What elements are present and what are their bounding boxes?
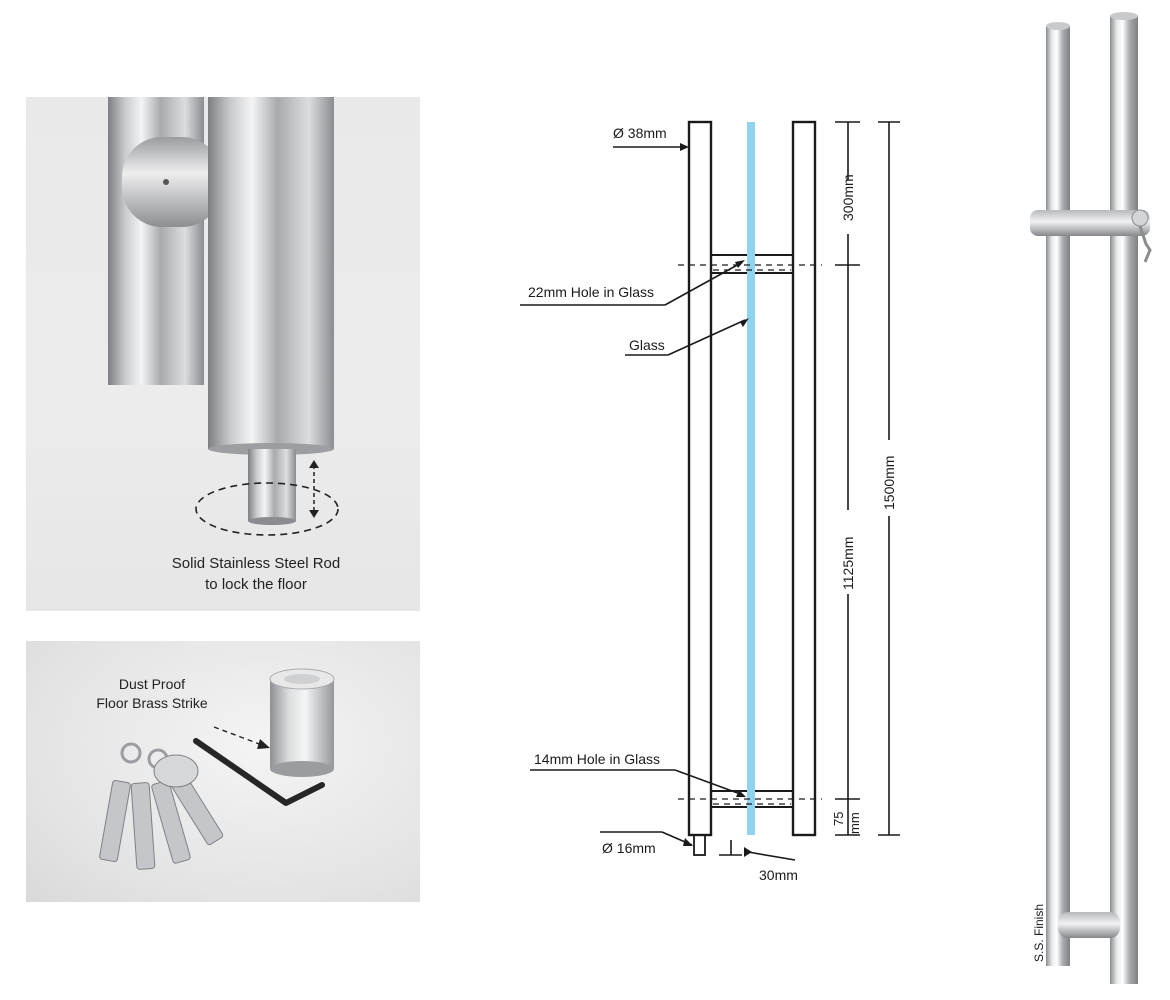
dim-75-unit: mm	[847, 812, 862, 834]
label-glass: Glass	[629, 337, 665, 353]
strike-caption: Dust Proof Floor Brass Strike	[62, 675, 242, 713]
label-diameter-38: Ø 38mm	[613, 125, 667, 141]
dim-75-value: 75	[831, 812, 846, 826]
right-handle-bar	[791, 120, 817, 837]
product-right-bar	[1110, 16, 1138, 984]
keys-icon	[99, 742, 224, 870]
product-bottom-connector	[1058, 912, 1120, 938]
accessories-illustration	[99, 668, 335, 870]
label-hole-14: 14mm Hole in Glass	[534, 751, 660, 767]
brass-strike	[270, 679, 334, 769]
rod-lock-photo: Solid Stainless Steel Rod to lock the fl…	[26, 97, 420, 611]
leader-30mm	[747, 851, 796, 861]
floor-dashed-circle	[195, 482, 339, 536]
dim-300: 300mm	[840, 174, 856, 221]
front-tube	[208, 97, 334, 449]
leader-glass	[667, 319, 746, 356]
rod-caption: Solid Stainless Steel Rod to lock the fl…	[166, 553, 346, 595]
rod-lock-illustration	[108, 97, 339, 536]
label-hole-22: 22mm Hole in Glass	[528, 284, 654, 300]
connector-barrel	[122, 137, 222, 227]
label-diameter-16: Ø 16mm	[602, 840, 656, 856]
floor-pin	[693, 834, 706, 856]
product-photo: S.S. Finish	[1030, 12, 1152, 984]
finish-label: S.S. Finish	[1032, 904, 1046, 962]
glass-panel	[747, 122, 755, 835]
rod-caption-line1: Solid Stainless Steel Rod	[171, 555, 341, 572]
label-30mm: 30mm	[759, 867, 798, 883]
product-left-bar	[1046, 26, 1070, 966]
leader-22mm-hole	[664, 262, 742, 306]
lock-rod	[248, 449, 296, 521]
rod-caption-line2: to lock the floor	[205, 576, 307, 593]
dim-1125: 1125mm	[840, 537, 856, 590]
leader-14mm-hole	[674, 769, 744, 796]
hanging-key-icon	[1138, 225, 1152, 263]
dim-1500: 1500mm	[881, 456, 897, 510]
strike-caption-line2: Floor Brass Strike	[96, 695, 208, 711]
lock-cylinder-icon	[1131, 209, 1149, 227]
allen-key-icon	[193, 738, 325, 806]
strike-caption-line1: Dust Proof	[118, 676, 186, 692]
left-handle-bar	[687, 120, 713, 837]
product-top-connector	[1030, 210, 1150, 236]
accessories-photo: Dust Proof Floor Brass Strike	[26, 641, 420, 902]
